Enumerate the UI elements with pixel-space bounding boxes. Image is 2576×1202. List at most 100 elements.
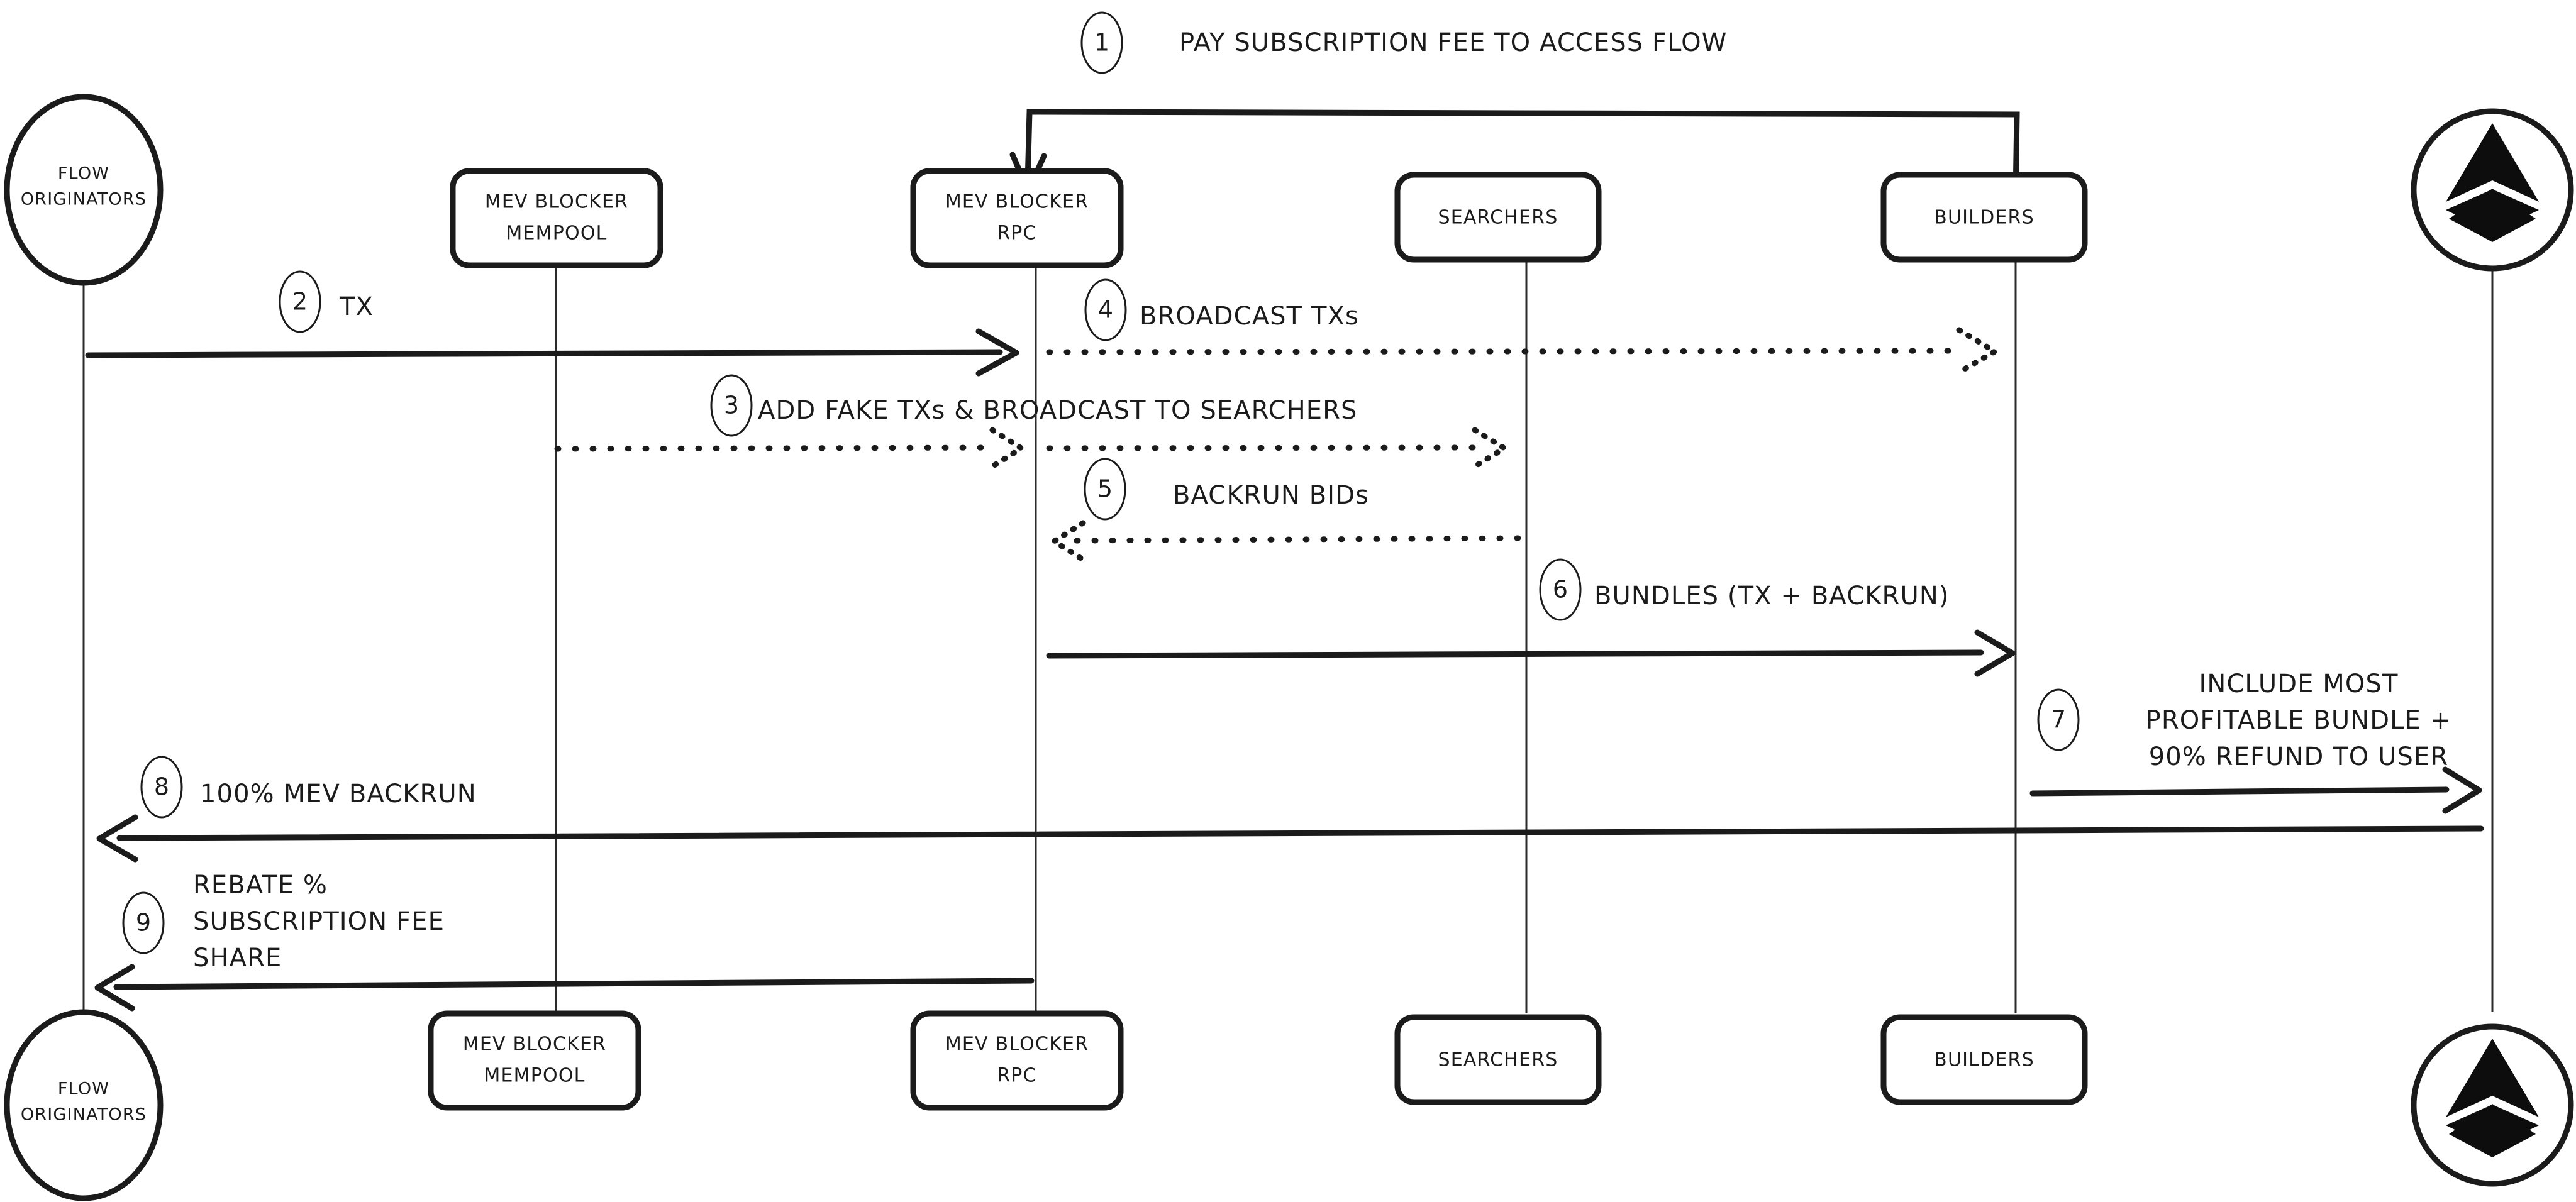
participant-ethereum-bottom[interactable] xyxy=(2411,1023,2574,1187)
step-1-badge xyxy=(1080,11,1123,74)
message-6-line xyxy=(1046,649,1984,659)
message-7-label-line-3: 90% REFUND TO USER xyxy=(2149,742,2449,771)
mev-blocker-rpc-label-top-line-2: RPC xyxy=(997,223,1036,245)
participant-flow-originators-top[interactable]: FLOW ORIGINATORS xyxy=(4,94,164,286)
searchers-label-top: SEARCHERS xyxy=(1438,207,1558,229)
mev-blocker-mempool-box-top xyxy=(450,168,663,268)
message-6-group[interactable]: 6 BUNDLES (TX + BACKRUN) xyxy=(1046,558,2016,677)
searchers-label-bottom: SEARCHERS xyxy=(1438,1049,1558,1071)
message-3-arrowhead-left xyxy=(989,427,1024,470)
participant-mev-blocker-mempool-top[interactable]: MEV BLOCKER MEMPOOL xyxy=(450,168,663,268)
builders-label-bottom: BUILDERS xyxy=(1934,1049,2035,1071)
message-8-label: 100% MEV BACKRUN xyxy=(200,780,477,808)
message-2-line xyxy=(85,349,1003,358)
flow-originators-label-top-line-1: FLOW xyxy=(58,164,109,184)
step-9-badge xyxy=(122,891,165,954)
flow-originators-label-top-line-2: ORIGINATORS xyxy=(21,190,147,209)
participant-ethereum-top[interactable] xyxy=(2411,108,2574,272)
message-1-bracket-line xyxy=(1024,109,2020,199)
message-9-arrowhead xyxy=(94,964,135,1012)
message-1-group[interactable]: 1 PAY SUBSCRIPTION FEE TO ACCESS FLOW xyxy=(1009,11,2020,199)
step-3-badge xyxy=(710,374,753,437)
message-6-arrowhead xyxy=(1974,629,2016,677)
message-4-group[interactable]: 4 BROADCAST TXs xyxy=(1046,278,1998,375)
step-1-number: 1 xyxy=(1094,29,1109,57)
participant-mev-blocker-rpc-top[interactable]: MEV BLOCKER RPC xyxy=(910,168,1124,268)
step-8-number: 8 xyxy=(154,773,169,801)
mev-blocker-mempool-box-bottom xyxy=(428,1010,641,1111)
flow-originators-label-bottom-line-2: ORIGINATORS xyxy=(21,1105,147,1125)
message-5-label: BACKRUN BIDs xyxy=(1173,481,1369,510)
participant-mev-blocker-rpc-bottom[interactable]: MEV BLOCKER RPC xyxy=(910,1010,1124,1111)
message-5-arrowhead xyxy=(1051,520,1086,563)
participant-searchers-bottom[interactable]: SEARCHERS xyxy=(1394,1014,1602,1105)
step-9-number: 9 xyxy=(136,909,151,937)
mev-blocker-rpc-label-bottom-line-2: RPC xyxy=(997,1065,1036,1087)
message-9-group[interactable]: 9 REBATE % SUBSCRIPTION FEE SHARE xyxy=(94,871,1035,1012)
message-9-label-line-2: SUBSCRIPTION FEE xyxy=(193,907,445,936)
flow-originators-label-bottom-line-1: FLOW xyxy=(58,1079,109,1099)
step-7-number: 7 xyxy=(2051,706,2066,734)
participant-flow-originators-bottom[interactable]: FLOW ORIGINATORS xyxy=(4,1009,164,1201)
message-7-group[interactable]: 7 INCLUDE MOST PROFITABLE BUNDLE + 90% R… xyxy=(2029,670,2482,814)
message-5-group[interactable]: 5 BACKRUN BIDs xyxy=(1051,458,1524,563)
step-2-number: 2 xyxy=(292,288,308,316)
message-7-label-line-1: INCLUDE MOST xyxy=(2199,670,2398,698)
mev-blocker-mempool-label-top-line-1: MEV BLOCKER xyxy=(485,191,628,213)
mev-blocker-rpc-label-top-line-1: MEV BLOCKER xyxy=(945,191,1089,213)
step-3-number: 3 xyxy=(724,392,739,419)
participants-top-row: FLOW ORIGINATORS MEV BLOCKER MEMPOOL MEV… xyxy=(4,94,2574,286)
ethereum-logo-icon-bottom xyxy=(2446,1039,2539,1157)
step-6-number: 6 xyxy=(1553,576,1568,604)
mev-blocker-mempool-label-top-line-2: MEMPOOL xyxy=(506,223,607,245)
searchers-box-bottom xyxy=(1394,1014,1602,1105)
message-5-line xyxy=(1074,535,1524,544)
message-3-line-left xyxy=(554,444,997,452)
message-3-arrowhead-right xyxy=(1472,427,1507,470)
message-4-line xyxy=(1046,348,1965,355)
message-1-label: PAY SUBSCRIPTION FEE TO ACCESS FLOW xyxy=(1179,28,1727,57)
participant-builders-top[interactable]: BUILDERS xyxy=(1880,172,2088,263)
message-8-group[interactable]: 8 100% MEV BACKRUN xyxy=(96,756,2484,863)
message-9-label-line-1: REBATE % xyxy=(193,871,328,900)
message-9-label-line-3: SHARE xyxy=(193,944,282,973)
message-8-line xyxy=(116,825,2484,841)
mev-blocker-rpc-box-bottom xyxy=(910,1010,1124,1111)
mev-blocker-rpc-label-bottom-line-1: MEV BLOCKER xyxy=(945,1034,1089,1056)
step-4-badge xyxy=(1084,278,1127,341)
message-3-label: ADD FAKE TXs & BROADCAST TO SEARCHERS xyxy=(758,396,1358,425)
builders-label-top: BUILDERS xyxy=(1934,207,2035,229)
flow-originators-ellipse-bottom xyxy=(4,1009,164,1201)
step-2-badge xyxy=(279,270,321,333)
message-2-label: TX xyxy=(339,292,374,321)
mev-blocker-mempool-label-bottom-line-1: MEV BLOCKER xyxy=(463,1034,606,1056)
message-9-line xyxy=(113,978,1035,990)
step-6-badge xyxy=(1539,558,1582,621)
message-2-group[interactable]: 2 TX xyxy=(85,270,1019,377)
participant-builders-bottom[interactable]: BUILDERS xyxy=(1880,1014,2088,1105)
step-5-number: 5 xyxy=(1097,475,1113,503)
flow-originators-ellipse-top xyxy=(4,94,164,286)
builders-box-bottom xyxy=(1880,1014,2088,1105)
message-4-label: BROADCAST TXs xyxy=(1140,302,1359,331)
message-6-label: BUNDLES (TX + BACKRUN) xyxy=(1594,582,1950,610)
step-7-badge xyxy=(2037,688,2080,751)
message-8-arrowhead xyxy=(96,814,138,863)
message-7-arrowhead xyxy=(2442,766,2482,814)
ethereum-logo-icon-top xyxy=(2446,123,2539,242)
message-4-arrowhead xyxy=(1956,327,1998,375)
mev-blocker-rpc-box-top xyxy=(910,168,1124,268)
step-5-badge xyxy=(1084,458,1126,521)
message-2-arrowhead xyxy=(975,328,1019,377)
participant-mev-blocker-mempool-bottom[interactable]: MEV BLOCKER MEMPOOL xyxy=(428,1010,641,1111)
searchers-box-top xyxy=(1394,172,1602,263)
participant-searchers-top[interactable]: SEARCHERS xyxy=(1394,172,1602,263)
message-7-label-line-2: PROFITABLE BUNDLE + xyxy=(2146,706,2452,735)
step-8-badge xyxy=(140,756,183,819)
builders-box-top xyxy=(1880,172,2088,263)
message-3-group[interactable]: 3 ADD FAKE TXs & BROADCAST TO SEARCHERS xyxy=(554,374,1507,470)
mev-blocker-mempool-label-bottom-line-2: MEMPOOL xyxy=(484,1065,585,1087)
message-7-line xyxy=(2029,786,2450,797)
